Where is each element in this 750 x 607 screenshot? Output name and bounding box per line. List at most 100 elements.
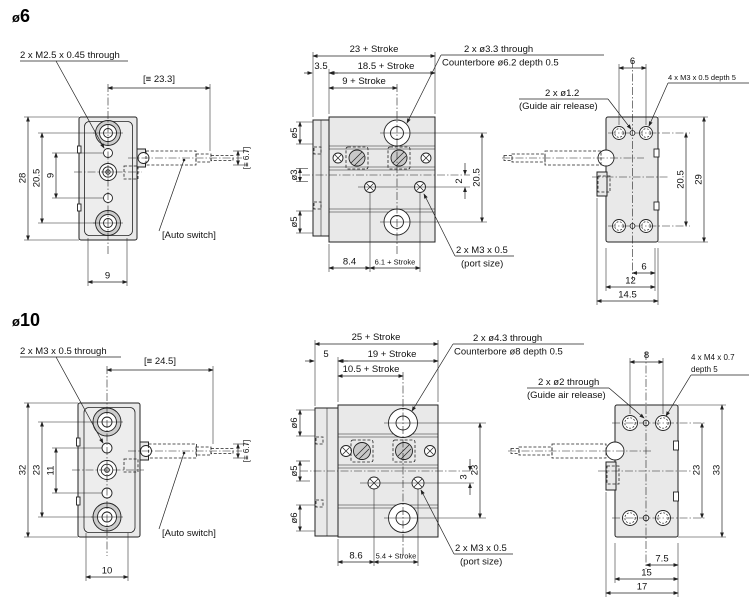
counterbore-callout: Counterbore ø8 depth 0.5 xyxy=(454,347,563,358)
centerlines xyxy=(302,84,487,254)
auto-switch-label: [Auto switch] xyxy=(162,528,216,539)
dim-overall-height: 32 xyxy=(18,465,29,476)
switch-slot xyxy=(123,165,139,180)
dim-top-pitch: 8 xyxy=(644,350,649,361)
auto-switch-label: [Auto switch] xyxy=(162,230,216,241)
dim-inner-width: 12 xyxy=(625,276,636,287)
counterbore-callout: Counterbore ø6.2 depth 0.5 xyxy=(442,58,559,69)
ref-dim-rod: [≡ 6.7] xyxy=(242,440,251,462)
dim-rear-span: 20.5 xyxy=(676,170,687,189)
dim-port-position: 8.4 xyxy=(343,257,356,268)
thread-callout: 2 x M3 x 0.5 through xyxy=(20,346,107,357)
guide-air-callout: 2 x ø2 through xyxy=(538,377,599,388)
dim-total-length: 23 + Stroke xyxy=(350,44,399,55)
section-title-o6: ø6 xyxy=(12,6,30,27)
dim-half-width: 7.5 xyxy=(655,554,668,565)
labels: 2 x M3 x 0.5 through [Auto switch] xyxy=(20,346,216,539)
dim-body-width: 9 xyxy=(105,271,110,282)
dim-half-width: 6 xyxy=(641,262,646,273)
view-o10-rear: 8 23 33 7.5 15 17 4 x M4 x 0.7 depth 5 xyxy=(508,350,749,597)
cylinder-body xyxy=(328,116,436,243)
dim-bore-top: ø5 xyxy=(289,127,300,138)
ref-dim-width: [≡ 24.5] xyxy=(144,356,176,367)
dim-port-offset: 3 xyxy=(459,474,470,479)
dim-bore-top: ø6 xyxy=(289,417,300,428)
dim-hole-span: 23 xyxy=(470,465,481,476)
dim-full-width: 14.5 xyxy=(618,290,637,301)
slide-rail-detail xyxy=(332,146,432,170)
guide-air-note: (Guide air release) xyxy=(519,101,598,112)
dim-rod-dia: ø5 xyxy=(289,465,300,476)
section-title-o10: ø10 xyxy=(12,310,40,331)
through-hole-callout: 2 x ø4.3 through xyxy=(473,333,542,344)
labels: 2 x ø3.3 through Counterbore ø6.2 depth … xyxy=(406,44,604,270)
dim-inner-width: 15 xyxy=(641,568,652,579)
dimensions: 23 + Stroke 18.5 + Stroke 3.5 9 + Stroke… xyxy=(289,44,484,272)
part-geometry xyxy=(503,116,660,243)
guide-air-callout: 2 x ø1.2 xyxy=(545,88,579,99)
diameter-symbol: ø xyxy=(12,314,20,329)
port-note: (port size) xyxy=(461,259,503,270)
dim-port-position: 8.6 xyxy=(349,551,362,562)
dim-hole-span: 20.5 xyxy=(472,168,483,187)
dim-flange-width: 5 xyxy=(323,349,328,360)
port-boss xyxy=(605,461,617,491)
mounting-holes xyxy=(93,120,123,236)
dim-body-length: 19 + Stroke xyxy=(368,349,417,360)
size-number: 10 xyxy=(19,310,40,330)
ref-dim-width: [≡ 23.3] xyxy=(143,74,175,85)
dimensions: 32 23 11 [≡ 24.5] [≡ 6.7] 10 xyxy=(18,356,251,581)
dim-thread-pitch: 11 xyxy=(46,466,57,476)
dim-rear-height: 33 xyxy=(712,465,723,476)
dim-rear-span: 23 xyxy=(692,465,703,476)
diameter-symbol: ø xyxy=(12,10,20,25)
dim-bore-bottom: ø5 xyxy=(289,216,300,227)
labels: 2 x M2.5 x 0.45 through [Auto switch] xyxy=(20,50,216,241)
rear-thread-callout: 4 x M4 x 0.7 xyxy=(691,353,735,362)
port-note: (port size) xyxy=(460,557,502,568)
dim-flange-width: 3.5 xyxy=(314,61,327,72)
thread-callout: 2 x M2.5 x 0.45 through xyxy=(20,50,120,61)
part-geometry xyxy=(77,116,234,241)
dim-bore-bottom: ø6 xyxy=(289,512,300,523)
dimensions: 6 20.5 29 6 12 14.5 xyxy=(596,56,708,305)
centerlines xyxy=(508,352,706,569)
flange-plate xyxy=(314,407,339,537)
ref-dim-rod: [≡ 6.7] xyxy=(242,147,251,169)
view-o6-top: 23 + Stroke 18.5 + Stroke 3.5 9 + Stroke… xyxy=(289,44,604,272)
dim-port-pitch: 5.4 + Stroke xyxy=(376,552,417,561)
slide-rail-detail xyxy=(340,439,436,463)
dim-body-width: 10 xyxy=(102,566,113,577)
dim-full-width: 17 xyxy=(637,582,648,593)
view-o10-front: 32 23 11 [≡ 24.5] [≡ 6.7] 10 2 x M3 x 0.… xyxy=(18,346,251,581)
dim-mount-pitch: 20.5 xyxy=(32,169,43,188)
rear-thread-depth: depth 5 xyxy=(691,365,718,374)
dim-thread-pitch: 9 xyxy=(46,173,57,178)
rear-thread-callout: 4 x M3 x 0.5 depth 5 xyxy=(668,73,736,82)
through-hole-callout: 2 x ø3.3 through xyxy=(464,44,533,55)
centerlines xyxy=(74,84,242,256)
view-o6-front: 28 20.5 9 [≡ 23.3] [≡ 6.7] 9 2 x M2.5 x … xyxy=(18,50,251,286)
guide-air-note: (Guide air release) xyxy=(527,390,606,401)
switch-slot xyxy=(123,458,139,473)
port-boss xyxy=(596,171,608,197)
labels: 2 x ø4.3 through Counterbore ø8 depth 0.… xyxy=(411,333,584,568)
labels: 4 x M3 x 0.5 depth 5 2 x ø1.2 (Guide air… xyxy=(519,73,749,130)
dim-rod-dia: ø3 xyxy=(289,169,300,180)
port-thread-hidden xyxy=(597,175,611,193)
dim-overall-height: 28 xyxy=(18,173,29,184)
labels: 4 x M4 x 0.7 depth 5 2 x ø2 through (Gui… xyxy=(527,353,749,419)
dimensions: 25 + Stroke 19 + Stroke 5 10.5 + Stroke … xyxy=(289,332,482,566)
dim-body-length: 18.5 + Stroke xyxy=(358,61,415,72)
port-callout: 2 x M3 x 0.5 xyxy=(455,543,507,554)
dimensions: 28 20.5 9 [≡ 23.3] [≡ 6.7] 9 xyxy=(18,74,251,286)
dim-mount-pitch: 23 xyxy=(32,465,43,476)
part-geometry xyxy=(312,116,436,243)
dim-front-length: 9 + Stroke xyxy=(342,76,386,87)
dim-front-length: 10.5 + Stroke xyxy=(343,364,400,375)
port-thread-hidden xyxy=(606,465,620,485)
view-o10-top: 25 + Stroke 19 + Stroke 5 10.5 + Stroke … xyxy=(289,332,584,568)
view-o6-rear: 6 20.5 29 6 12 14.5 4 x M3 x 0.5 depth 5 xyxy=(502,56,749,305)
